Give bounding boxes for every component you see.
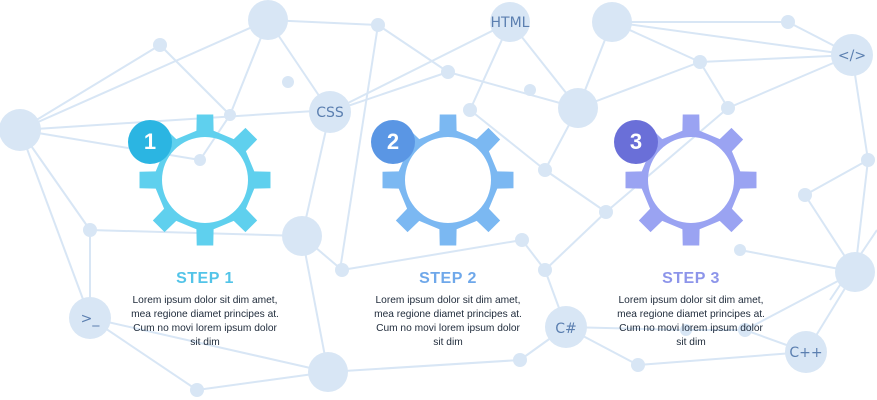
- step-1: 1 STEP 1 Lorem ipsum dolor sit dim amet,…: [120, 110, 290, 350]
- step-3: 3 STEP 3 Lorem ipsum dolor sit dim amet,…: [606, 110, 776, 350]
- step-number-badge: 2: [371, 120, 415, 164]
- step-description: Lorem ipsum dolor sit dim amet, mea regi…: [131, 295, 279, 348]
- csharp-label: C#: [555, 321, 577, 337]
- step-title: STEP 1: [176, 270, 234, 287]
- tech-nodes: HTML CSS </> >_ C# C++: [69, 2, 873, 373]
- step-description: Lorem ipsum dolor sit dim amet, mea regi…: [374, 295, 522, 348]
- step-description: Lorem ipsum dolor sit dim amet, mea regi…: [617, 295, 765, 348]
- step-2-gear-area: 2: [363, 110, 533, 260]
- css-label: CSS: [316, 105, 344, 121]
- terminal-node: >_: [69, 297, 111, 339]
- code-tags-icon: </>: [838, 48, 866, 64]
- step-1-gear-area: 1: [120, 110, 290, 260]
- cpp-label: C++: [789, 345, 822, 361]
- step-title: STEP 3: [662, 270, 720, 287]
- gear-icon: [382, 114, 514, 246]
- html-node: HTML: [490, 2, 530, 42]
- step-2: 2 STEP 2 Lorem ipsum dolor sit dim amet,…: [363, 110, 533, 350]
- gear-icon: [625, 114, 757, 246]
- terminal-icon: >_: [81, 311, 101, 327]
- code-tags-node: </>: [831, 34, 873, 76]
- step-number-badge: 3: [614, 120, 658, 164]
- csharp-node: C#: [545, 306, 587, 348]
- step-number-badge: 1: [128, 120, 172, 164]
- gear-icon: [139, 114, 271, 246]
- html-label: HTML: [491, 15, 530, 31]
- cpp-node: C++: [785, 331, 827, 373]
- step-3-gear-area: 3: [606, 110, 776, 260]
- css-node: CSS: [309, 91, 351, 133]
- step-title: STEP 2: [419, 270, 477, 287]
